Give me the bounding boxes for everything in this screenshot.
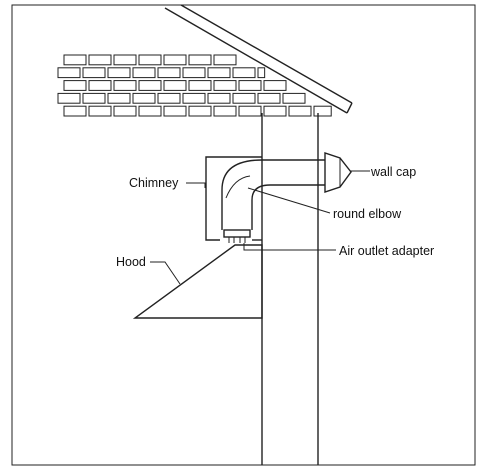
brick <box>63 105 87 117</box>
brick <box>213 80 237 91</box>
round-elbow-label: round elbow <box>333 207 402 221</box>
brick <box>238 80 262 91</box>
brick <box>213 105 237 117</box>
brick <box>288 105 312 117</box>
leader-lines <box>150 170 370 285</box>
brick <box>113 54 137 66</box>
round-elbow-leader <box>247 187 331 214</box>
brick <box>182 92 206 104</box>
wall-cap-label: wall cap <box>370 165 416 179</box>
brick <box>163 54 187 66</box>
brick <box>63 80 87 91</box>
brick <box>57 67 81 79</box>
brick <box>88 80 112 91</box>
brick <box>232 67 256 79</box>
air-outlet-adapter-leader <box>243 243 336 251</box>
brick <box>257 67 266 79</box>
brick <box>88 54 112 66</box>
brick-wall <box>57 54 332 117</box>
brick <box>238 105 262 117</box>
brick <box>188 80 212 91</box>
brick <box>132 67 156 79</box>
hood-label: Hood <box>116 255 146 269</box>
brick <box>163 105 187 117</box>
brick <box>188 54 212 66</box>
chimney-box <box>205 156 262 241</box>
chimney-leader <box>186 182 206 188</box>
brick <box>207 67 231 79</box>
brick <box>263 80 287 91</box>
wall-cap <box>324 152 352 193</box>
brick <box>82 92 106 104</box>
brick <box>113 105 137 117</box>
brick <box>82 67 106 79</box>
air-outlet-adapter <box>223 229 251 243</box>
brick <box>313 105 332 117</box>
brick <box>182 67 206 79</box>
round-elbow-duct <box>221 159 325 230</box>
brick <box>163 80 187 91</box>
brick <box>263 105 287 117</box>
brick <box>107 67 131 79</box>
hood <box>132 244 263 319</box>
diagram-frame <box>11 4 476 466</box>
brick <box>57 92 81 104</box>
roof <box>164 4 353 114</box>
brick <box>157 92 181 104</box>
brick <box>132 92 156 104</box>
brick <box>107 92 131 104</box>
brick <box>188 105 212 117</box>
brick <box>138 105 162 117</box>
chimney-label: Chimney <box>129 176 179 190</box>
brick <box>113 80 137 91</box>
brick <box>63 54 87 66</box>
brick <box>282 92 306 104</box>
brick <box>138 54 162 66</box>
brick <box>157 67 181 79</box>
brick <box>88 105 112 117</box>
air-outlet-adapter-label: Air outlet adapter <box>339 244 434 258</box>
brick <box>232 92 256 104</box>
brick <box>207 92 231 104</box>
hood-leader <box>150 261 181 285</box>
brick <box>138 80 162 91</box>
exterior-wall <box>261 113 319 465</box>
brick <box>213 54 237 66</box>
brick <box>257 92 281 104</box>
